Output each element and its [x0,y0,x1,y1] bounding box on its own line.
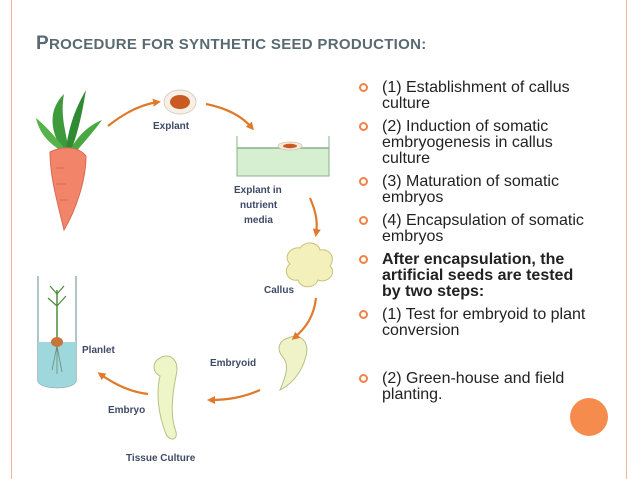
bullet-ring-icon [359,374,368,383]
arrow-explant-to-media [205,102,254,131]
bullet-item: (2) Induction of somatic embryogenesis i… [356,119,596,167]
bullet-ring-icon [359,177,368,186]
title-lead-letter: P [36,33,49,54]
arrow-media-to-callus [308,197,321,237]
bullet-ring-icon [359,310,368,319]
bullet-item: (4) Encapsulation of somatic embryos [356,213,596,245]
embryo-icon [153,355,178,440]
arrow-embryo-to-planlet [97,372,149,396]
bullet-text: (1) Establishment of callus culture [382,79,570,112]
label-nutrient: nutrient [240,200,278,211]
arrow-carrot-to-explant [107,98,161,127]
label-embryo: Embryo [108,405,145,416]
arrow-embryoid-to-embryo [207,388,261,404]
bullet-item: (1) Test for embryoid to plant conversio… [356,307,596,339]
planlet-test-tube-icon [37,276,77,389]
label-media: media [244,215,273,226]
nutrient-media-dish-icon [236,136,330,177]
cycle-arrows [97,98,321,404]
right-border-line [626,0,627,479]
callus-icon [285,242,334,288]
bullet-text: (3) Maturation of somatic embryos [382,173,559,206]
embryoid-icon [278,335,308,392]
arrow-callus-to-embryoid [291,297,318,340]
carrot-icon [36,90,102,232]
label-explant: Explant [153,121,190,132]
decorative-orange-circle [570,398,608,436]
label-callus: Callus [264,285,294,296]
bullet-text: (2) Green-house and field planting. [382,370,565,403]
bullet-ring-icon [359,255,368,264]
bullet-item: (1) Establishment of callus culture [356,80,596,112]
bullet-ring-icon [359,122,368,131]
title-rest: ROCEDURE FOR SYNTHETIC SEED PRODUCTION: [48,36,427,53]
bullet-ring-icon [359,216,368,225]
bullet-text: After encapsulation, the artificial seed… [382,251,574,300]
left-border-line [11,0,12,479]
label-tissue-culture: Tissue Culture [126,453,196,464]
bullet-text: (4) Encapsulation of somatic embryos [382,212,584,245]
bullet-item: (3) Maturation of somatic embryos [356,174,596,206]
seed-production-cycle-diagram: Explant Explant in nutrient media Callus… [36,89,334,464]
procedure-bullet-list: (1) Establishment of callus culture (2) … [356,80,596,410]
slide-title: PROCEDURE FOR SYNTHETIC SEED PRODUCTION: [36,33,427,55]
explant-icon [163,89,197,115]
bullet-ring-icon [359,83,368,92]
bullet-text: (2) Induction of somatic embryogenesis i… [382,118,553,167]
bullet-text: (1) Test for embryoid to plant conversio… [382,306,586,339]
label-embryoid: Embryoid [210,358,256,369]
label-planlet: Planlet [82,345,115,356]
label-explant-in: Explant in [234,185,282,196]
bullet-item: (2) Green-house and field planting. [356,371,596,403]
bullet-item-bold: After encapsulation, the artificial seed… [356,252,596,300]
